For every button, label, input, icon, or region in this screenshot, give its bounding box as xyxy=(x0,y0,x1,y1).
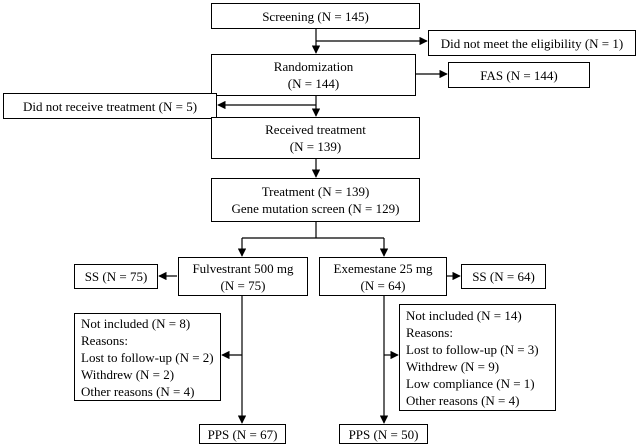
gene-screen-count: Gene mutation screen (N = 129) xyxy=(231,201,400,216)
excluded-right-line: Withdrew (N = 9) xyxy=(406,358,500,374)
no-treatment-box: Did not receive treatment (N = 5) xyxy=(3,93,217,119)
fas-text: FAS (N = 144) xyxy=(480,67,558,83)
excluded-right-line: Other reasons (N = 4) xyxy=(406,392,520,408)
excluded-right-line: Reasons: xyxy=(406,324,453,340)
received-treatment-title: Received treatment xyxy=(265,122,366,137)
pps-right-box: PPS (N = 50) xyxy=(339,424,428,444)
excluded-left-line: Other reasons (N = 4) xyxy=(81,383,195,399)
pps-right-text: PPS (N = 50) xyxy=(348,426,419,442)
fulvestrant-count: (N = 75) xyxy=(220,277,266,293)
randomization-count: (N = 144) xyxy=(287,76,340,91)
ss-left-box: SS (N = 75) xyxy=(74,264,158,289)
treatment-count: Treatment (N = 139) xyxy=(261,184,370,199)
ss-right-text: SS (N = 64) xyxy=(472,269,535,284)
not-eligible-text: Did not meet the eligibility (N = 1) xyxy=(440,35,624,51)
excluded-right-box: Not included (N = 14) Reasons: Lost to f… xyxy=(399,304,556,411)
excluded-left-box: Not included (N = 8) Reasons: Lost to fo… xyxy=(74,313,221,401)
pps-left-box: PPS (N = 67) xyxy=(199,424,286,444)
excluded-right-line: Not included (N = 14) xyxy=(406,307,522,323)
exemestane-title: Exemestane 25 mg xyxy=(333,260,433,276)
excluded-left-line: Withdrew (N = 2) xyxy=(81,366,175,382)
pps-left-text: PPS (N = 67) xyxy=(207,426,278,442)
randomization-title: Randomization xyxy=(273,59,354,74)
excluded-left-line: Lost to follow-up (N = 2) xyxy=(81,349,214,365)
fas-box: FAS (N = 144) xyxy=(448,62,590,88)
received-treatment-count: (N = 139) xyxy=(289,139,342,154)
treatment-box: Treatment (N = 139) Gene mutation screen… xyxy=(211,178,420,222)
not-eligible-box: Did not meet the eligibility (N = 1) xyxy=(428,30,636,56)
excluded-right-line: Low compliance (N = 1) xyxy=(406,375,535,391)
randomization-box: Randomization (N = 144) xyxy=(211,54,416,96)
screening-box: Screening (N = 145) xyxy=(211,3,420,29)
fulvestrant-box: Fulvestrant 500 mg (N = 75) xyxy=(178,257,308,296)
exemestane-box: Exemestane 25 mg (N = 64) xyxy=(319,257,447,296)
ss-right-box: SS (N = 64) xyxy=(461,264,546,289)
exemestane-count: (N = 64) xyxy=(360,277,406,293)
excluded-left-line: Not included (N = 8) xyxy=(81,315,191,331)
ss-left-text: SS (N = 75) xyxy=(84,269,148,284)
no-treatment-text: Did not receive treatment (N = 5) xyxy=(22,98,198,114)
received-treatment-box: Received treatment (N = 139) xyxy=(211,117,420,159)
screening-text: Screening (N = 145) xyxy=(262,8,369,24)
excluded-left-line: Reasons: xyxy=(81,332,128,348)
excluded-right-line: Lost to follow-up (N = 3) xyxy=(406,341,539,357)
fulvestrant-title: Fulvestrant 500 mg xyxy=(192,260,294,276)
